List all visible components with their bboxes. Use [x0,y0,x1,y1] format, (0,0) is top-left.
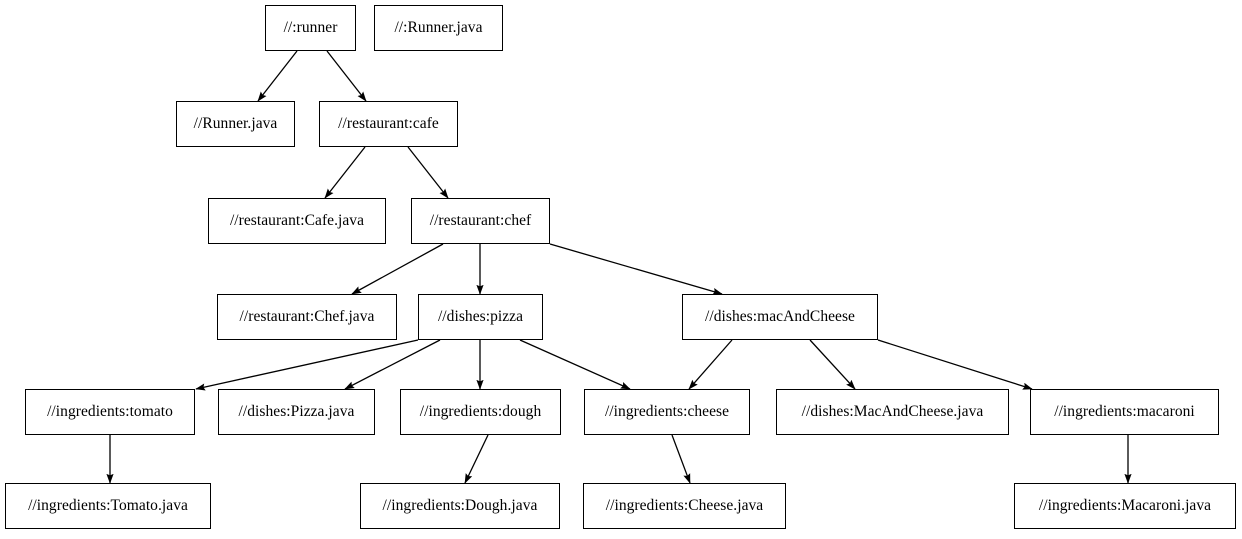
graph-node-dishes_pizza[interactable]: //dishes:pizza [418,294,543,340]
graph-node-label: //Runner.java [193,115,278,133]
graph-node-label: //dishes:pizza [437,308,524,326]
graph-node-restaurant_cafe_java[interactable]: //restaurant:Cafe.java [208,198,386,244]
graph-node-restaurant_chef_java[interactable]: //restaurant:Chef.java [217,294,397,340]
graph-node-label: //restaurant:chef [429,212,532,230]
graph-node-label: //:Runner.java [394,19,483,37]
graph-node-dishes_mac_java[interactable]: //dishes:MacAndCheese.java [776,389,1009,435]
graph-node-restaurant_cafe[interactable]: //restaurant:cafe [319,101,458,147]
graph-node-ingredients_tomato_java[interactable]: //ingredients:Tomato.java [5,483,211,529]
graph-node-label: //restaurant:Chef.java [239,308,375,326]
graph-node-dishes_macandcheese[interactable]: //dishes:macAndCheese [682,294,878,340]
graph-node-label: //restaurant:cafe [338,115,439,133]
graph-node-label: //dishes:Pizza.java [238,403,355,421]
graph-node-label: //ingredients:tomato [47,403,173,421]
graph-node-label: //restaurant:Cafe.java [229,212,365,230]
graph-node-ingredients_macaroni[interactable]: //ingredients:macaroni [1030,389,1219,435]
graph-node-ingredients_tomato[interactable]: //ingredients:tomato [25,389,195,435]
graph-node-ingredients_dough[interactable]: //ingredients:dough [400,389,561,435]
graph-node-label: //ingredients:macaroni [1054,403,1195,421]
graph-node-ingredients_cheese[interactable]: //ingredients:cheese [584,389,750,435]
graph-node-restaurant_chef[interactable]: //restaurant:chef [411,198,550,244]
graph-node-label: //dishes:macAndCheese [705,308,855,326]
graph-node-label: //ingredients:Dough.java [382,497,538,515]
graph-node-dishes_pizza_java[interactable]: //dishes:Pizza.java [218,389,375,435]
graph-node-label: //dishes:MacAndCheese.java [801,403,984,421]
graph-node-runner_java[interactable]: //Runner.java [176,101,295,147]
graph-node-label: //ingredients:cheese [604,403,730,421]
graph-node-runner[interactable]: //:runner [265,5,356,51]
graph-node-label: //:runner [283,19,338,37]
graph-node-ingredients_macaroni_java[interactable]: //ingredients:Macaroni.java [1014,483,1236,529]
graph-node-ingredients_cheese_java[interactable]: //ingredients:Cheese.java [583,483,786,529]
graph-node-label: //ingredients:Cheese.java [605,497,764,515]
graph-node-label: //ingredients:Macaroni.java [1038,497,1212,515]
graph-node-label: //ingredients:dough [419,403,542,421]
graph-node-label: //ingredients:Tomato.java [28,497,188,515]
graph-node-ingredients_dough_java[interactable]: //ingredients:Dough.java [360,483,560,529]
graph-node-runner_java_root[interactable]: //:Runner.java [374,5,503,51]
